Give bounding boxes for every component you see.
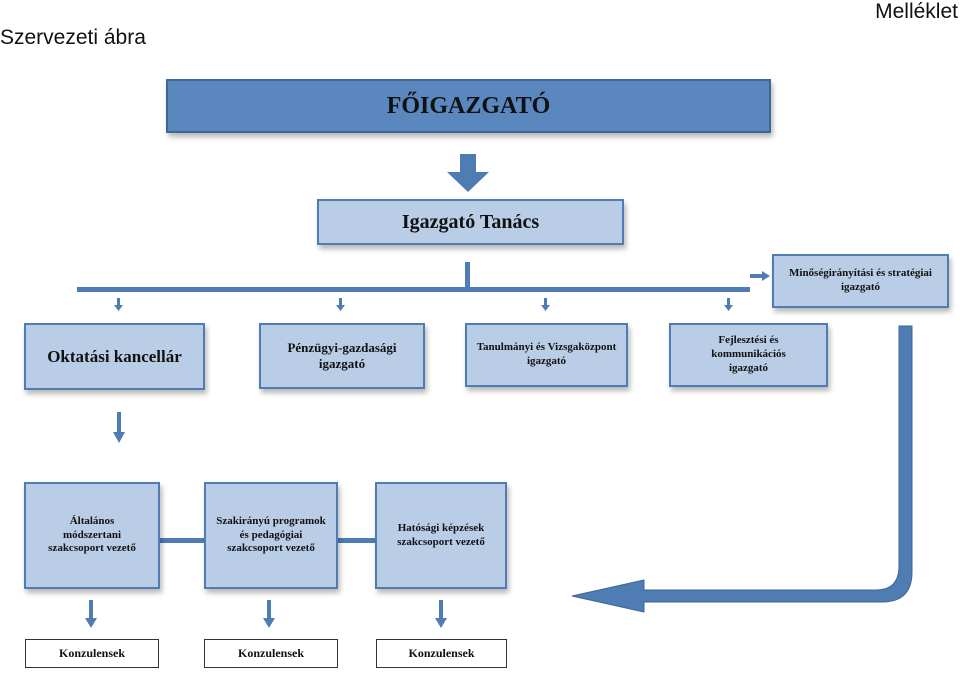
node-konzulensek-3: Konzulensek [376, 639, 507, 668]
page-title: Szervezeti ábra [0, 26, 146, 49]
horizontal-bus [77, 287, 750, 292]
node-fejlesztesi: Fejlesztési és kommunikációs igazgató [669, 323, 828, 387]
council-stem [465, 262, 470, 290]
node-konzulensek-2: Konzulensek [204, 639, 338, 668]
arrow-down-konz-1 [85, 600, 97, 628]
arrow-down-penzugyi [336, 298, 345, 311]
level3-link-1 [160, 538, 206, 543]
node-szakiranyu: Szakirányú programok és pedagógiai szakc… [204, 482, 338, 589]
node-oktatasi-kancellar: Oktatási kancellár [24, 323, 205, 390]
arrow-down-konz-3 [435, 600, 447, 628]
return-arrow [571, 325, 913, 613]
arrow-down-kancellar [113, 412, 125, 443]
attachment-label: Melléklet [875, 0, 958, 23]
node-foigazgato: FŐIGAZGATÓ [166, 79, 771, 133]
node-minosegiranyitasi: Minőségirányítási és stratégiai igazgató [772, 254, 949, 308]
arrow-down-tanulmanyi [541, 298, 550, 311]
node-altalanos: Általános módszertani szakcsoport vezető [24, 482, 160, 589]
main-down-arrow [447, 154, 489, 192]
level3-link-2 [337, 538, 375, 543]
arrow-down-konz-2 [263, 600, 275, 628]
arrow-down-oktatasi [114, 298, 123, 311]
arrow-down-fejlesztesi [724, 298, 733, 311]
node-penzugyi: Pénzügyi-gazdasági igazgató [259, 323, 425, 389]
node-tanulmanyi: Tanulmányi és Vizsgaközpont igazgató [465, 323, 628, 387]
node-igazgato-tanacs: Igazgató Tanács [317, 199, 624, 245]
node-konzulensek-1: Konzulensek [25, 639, 159, 668]
node-hatosagi: Hatósági képzések szakcsoport vezető [375, 482, 507, 589]
arrow-right-quality [750, 271, 770, 281]
